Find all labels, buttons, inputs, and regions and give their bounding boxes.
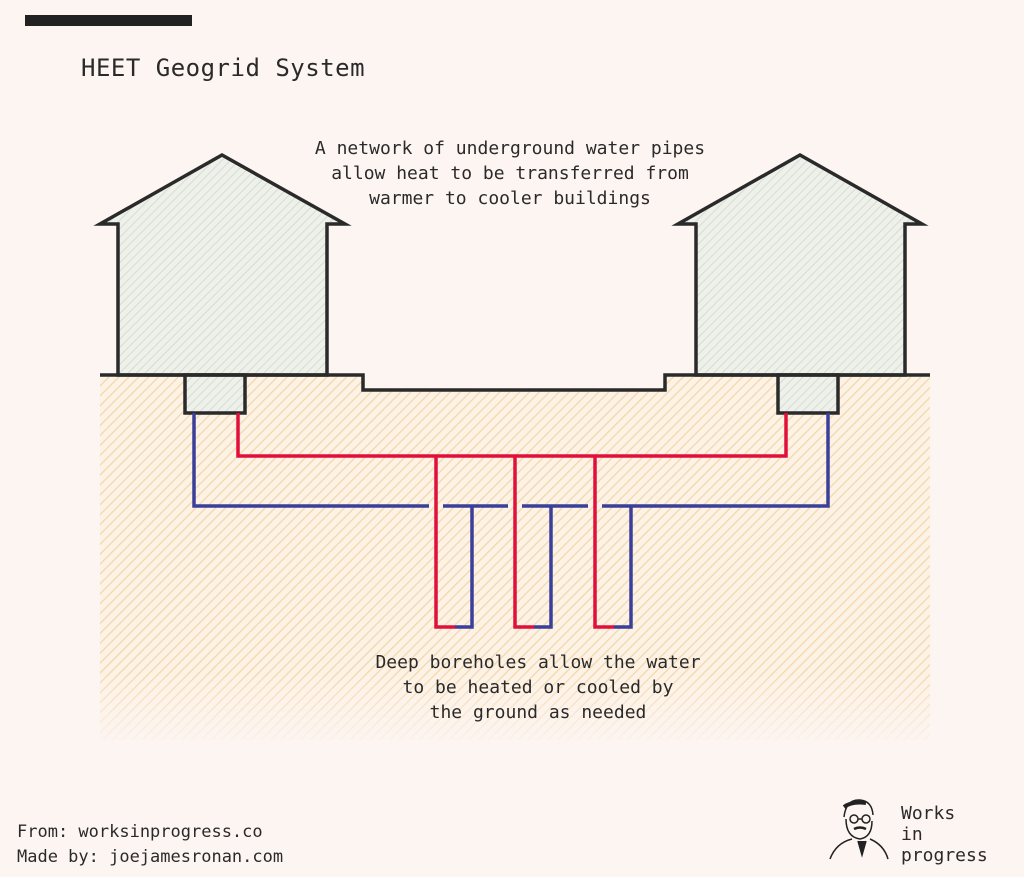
- author-credit: Made by: joejamesronan.com: [17, 847, 284, 867]
- right-building: [671, 152, 929, 415]
- portrait-logo-icon: [829, 799, 889, 860]
- source-credit: From: worksinprogress.co: [17, 822, 263, 842]
- page-title: HEET Geogrid System: [81, 54, 366, 82]
- ground-line: [100, 373, 930, 392]
- brand-line-1: Works: [901, 803, 956, 824]
- hot-pipes: [236, 413, 788, 629]
- brand-wordmark: Works in progress: [901, 803, 988, 866]
- brand-line-2: in: [901, 824, 923, 845]
- footer-credits: From: worksinprogress.co Made by: joejam…: [17, 820, 283, 870]
- brand-line-3: progress: [901, 845, 988, 866]
- left-building: [93, 152, 352, 415]
- network-caption: A network of underground water pipes all…: [314, 138, 706, 209]
- borehole-caption: Deep boreholes allow the water to be hea…: [375, 652, 701, 723]
- header-bar: [25, 15, 192, 26]
- cold-pipes: [192, 413, 830, 629]
